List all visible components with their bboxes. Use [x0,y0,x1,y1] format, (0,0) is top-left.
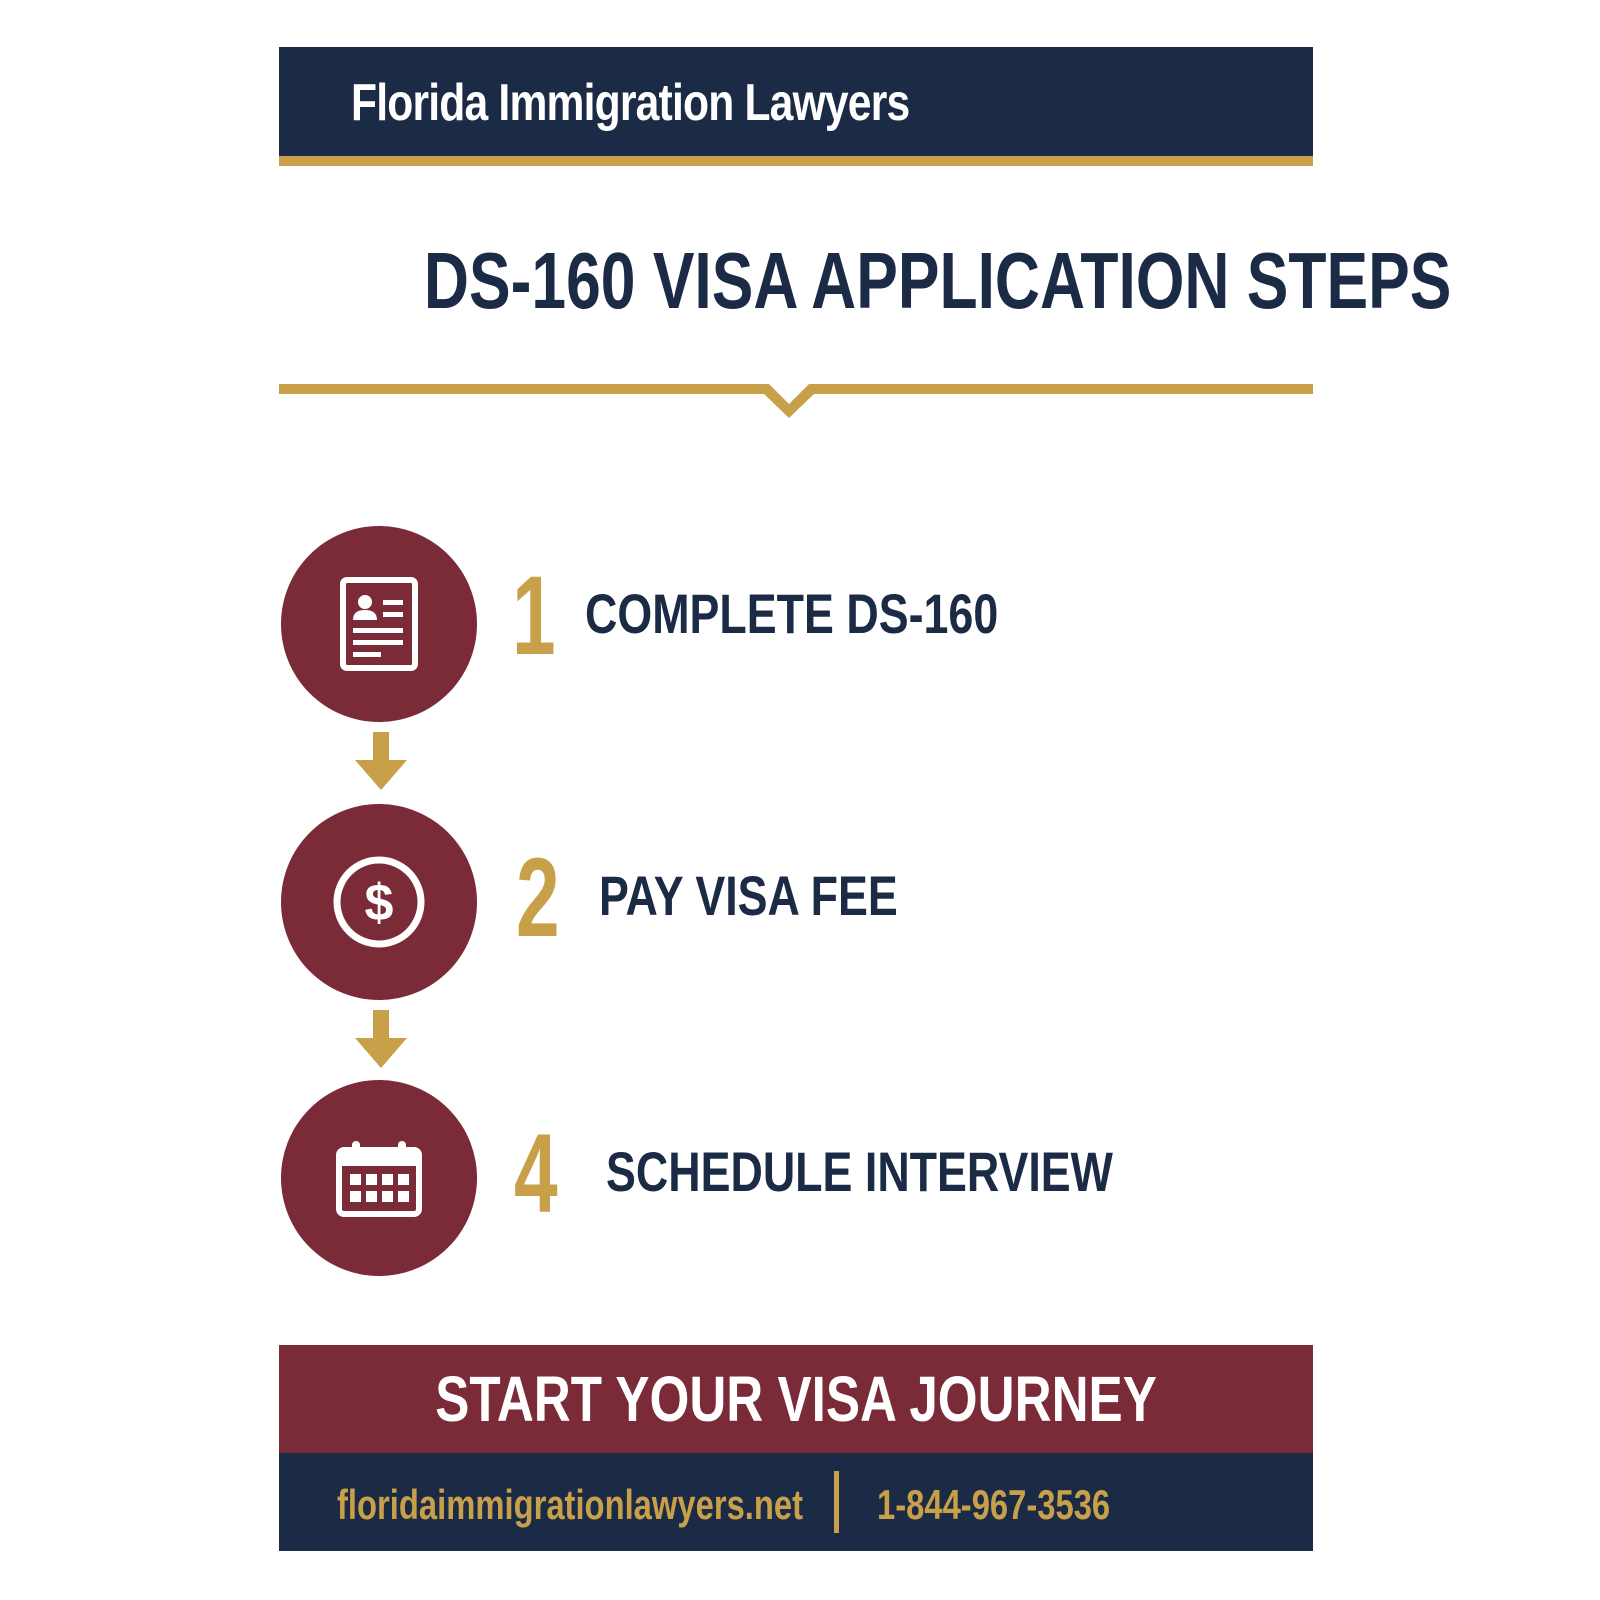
cta-label: START YOUR VISA JOURNEY [435,1363,1157,1435]
chevron-divider [279,384,1313,418]
contact-separator [834,1471,839,1533]
id-document-icon [340,577,418,671]
step-3-label: SCHEDULE INTERVIEW [606,1140,1113,1203]
dollar-coin-icon: $ [333,856,425,948]
page-title: DS-160 VISA APPLICATION STEPS [423,236,1452,325]
svg-text:$: $ [365,874,394,932]
step-1-number: 1 [512,553,556,678]
step-2-number: 2 [516,835,560,960]
step-3-circle [281,1080,477,1276]
header-gold-stripe [279,156,1313,166]
phone-link[interactable]: 1-844-967-3536 [877,1481,1111,1528]
contact-bar: floridaimmigrationlawyers.net 1-844-967-… [279,1453,1313,1551]
step-3-number: 4 [514,1111,558,1236]
arrow-down-icon [355,732,407,790]
brand-name: Florida Immigration Lawyers [351,74,910,132]
step-1-label: COMPLETE DS-160 [585,582,999,645]
cta-banner[interactable]: START YOUR VISA JOURNEY [279,1345,1313,1453]
arrow-down-icon [355,1010,407,1068]
step-2-circle: $ [281,804,477,1000]
website-link[interactable]: floridaimmigrationlawyers.net [337,1481,804,1528]
header-bar: Florida Immigration Lawyers [279,47,1313,156]
step-1-circle [281,526,477,722]
step-2-label: PAY VISA FEE [599,864,898,927]
calendar-icon [336,1141,422,1217]
